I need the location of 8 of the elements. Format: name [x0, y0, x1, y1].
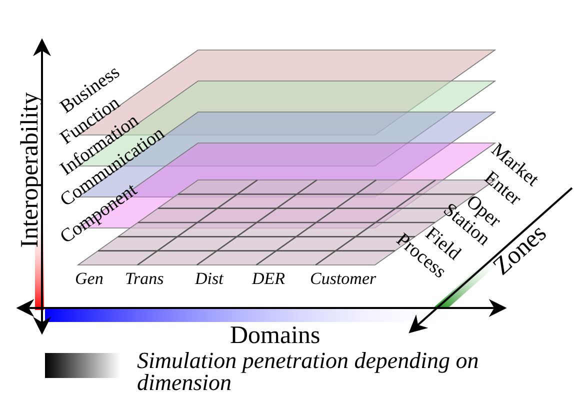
- legend-text: Simulation penetration depending on dimension: [137, 350, 480, 394]
- domain-label: DER: [252, 270, 286, 287]
- domain-label: Gen: [75, 270, 104, 287]
- domain-label: Trans: [125, 270, 164, 287]
- domain-label: Customer: [310, 270, 376, 287]
- domain-label: Dist: [195, 270, 224, 287]
- axis-title: Interoperability: [18, 92, 42, 248]
- axis-title: Domains: [230, 323, 320, 348]
